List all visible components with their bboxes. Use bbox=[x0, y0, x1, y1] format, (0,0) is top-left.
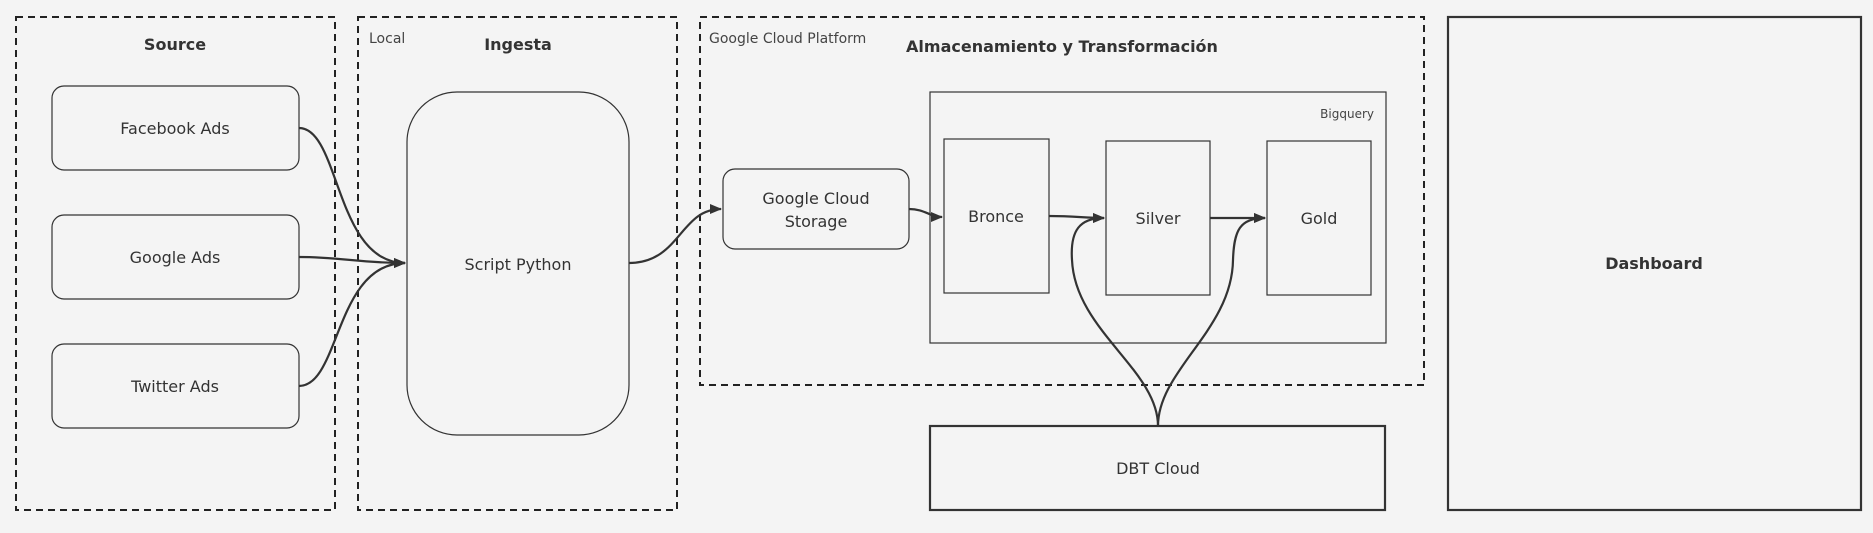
node-gcs-label-line2: Storage bbox=[785, 212, 848, 231]
node-gcs-label-line1: Google Cloud bbox=[762, 189, 869, 208]
node-dashboard bbox=[1446, 15, 1863, 512]
edge-script-to-gcs bbox=[628, 204, 722, 265]
node-bronce-label: Bronce bbox=[968, 207, 1024, 226]
node-facebook-ads-label: Facebook Ads bbox=[120, 119, 229, 138]
edge-dbt-to-silver bbox=[1070, 213, 1160, 427]
node-gold bbox=[1266, 140, 1372, 296]
edge-dbt-to-gold bbox=[1156, 213, 1266, 427]
source-group bbox=[15, 16, 336, 511]
edge-google-to-script bbox=[298, 255, 406, 268]
edge-facebook-to-script bbox=[298, 126, 406, 268]
edge-gcs-to-bronce bbox=[908, 207, 943, 222]
gcp-group bbox=[699, 16, 1425, 386]
node-twitter-ads-label: Twitter Ads bbox=[130, 377, 219, 396]
node-dbt-cloud-label: DBT Cloud bbox=[1116, 459, 1200, 478]
node-gold-label: Gold bbox=[1301, 209, 1338, 228]
node-google-ads-label: Google Ads bbox=[130, 248, 221, 267]
node-silver bbox=[1105, 140, 1211, 296]
node-silver-label: Silver bbox=[1136, 209, 1181, 228]
edge-twitter-to-script bbox=[298, 258, 406, 388]
node-google-cloud-storage bbox=[722, 168, 910, 250]
node-dbt-cloud bbox=[928, 424, 1387, 512]
ingesta-group-title: Ingesta bbox=[484, 35, 552, 54]
node-script-python-label: Script Python bbox=[465, 255, 572, 274]
ingesta-group bbox=[357, 16, 678, 511]
gcp-context-label: Google Cloud Platform bbox=[709, 31, 866, 47]
gcp-group-title: Almacenamiento y Transformación bbox=[906, 37, 1218, 56]
node-dashboard-label: Dashboard bbox=[1605, 254, 1703, 273]
bigquery-label: Bigquery bbox=[1320, 107, 1374, 121]
ingesta-context-label: Local bbox=[369, 31, 405, 47]
source-group-title: Source bbox=[144, 35, 206, 54]
